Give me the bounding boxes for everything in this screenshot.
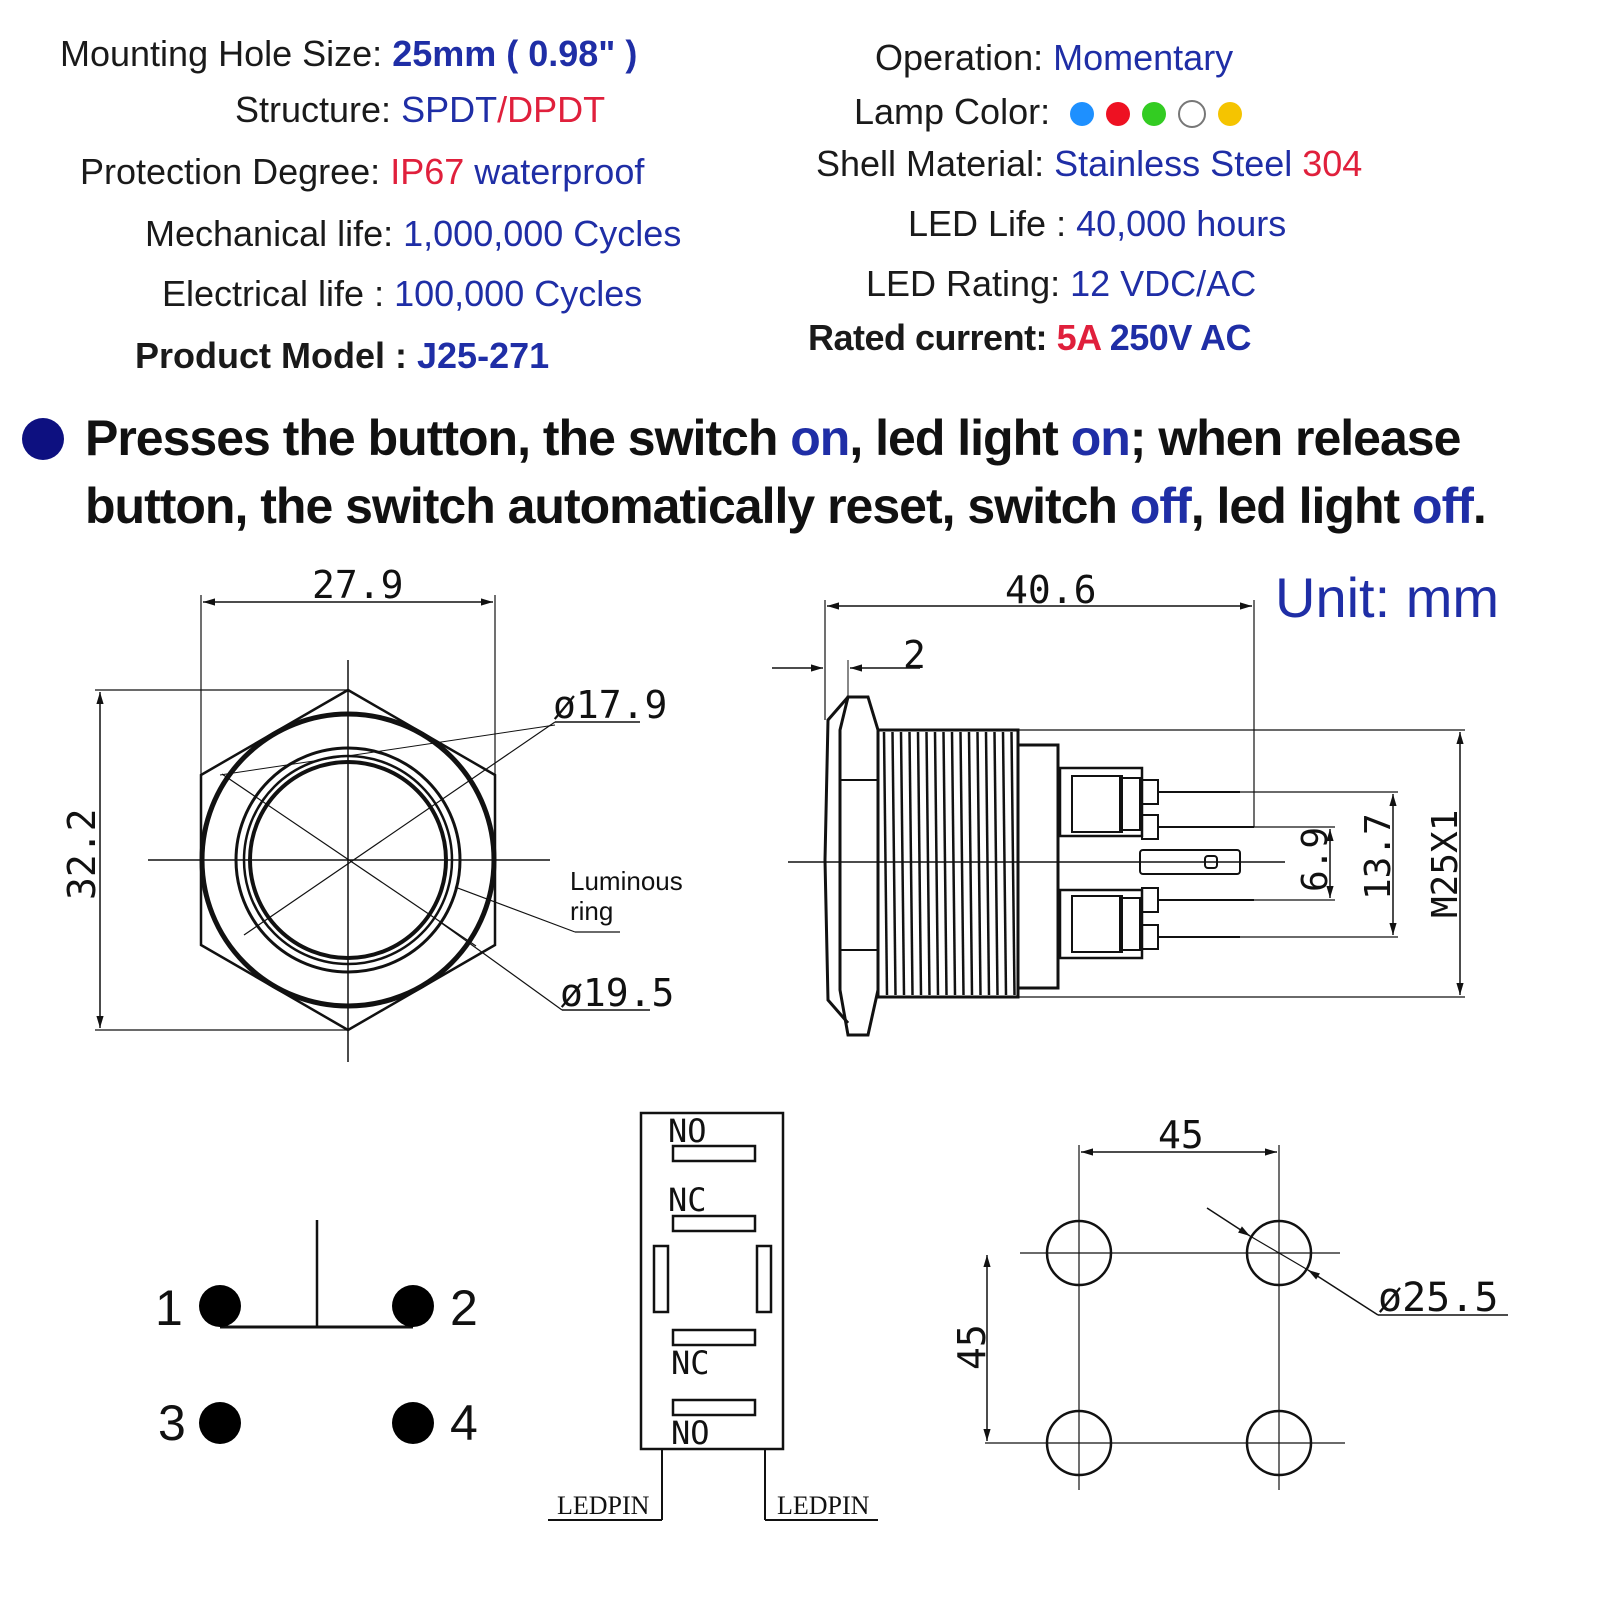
spec-operation: Operation: Momentary xyxy=(875,37,1234,78)
side-bezel xyxy=(823,696,850,1024)
lamp-color-swatch xyxy=(1070,102,1095,127)
thread-line xyxy=(984,731,991,996)
thread-lines xyxy=(882,731,1016,996)
dim-pin-a-label: 6.9 xyxy=(1295,827,1336,892)
dim-dia-outer-label: ø19.5 xyxy=(560,971,674,1015)
ledpin-right-label: LEDPIN xyxy=(777,1491,870,1520)
dim-length-label: 40.6 xyxy=(1005,568,1097,612)
pin-no-bottom-label: NO xyxy=(671,1414,710,1452)
diag-line-1 xyxy=(221,773,477,947)
led-pin-right-tab xyxy=(755,1244,773,1314)
terminal-3-dot xyxy=(199,1402,241,1444)
spec-structure: Structure: SPDT/DPDT xyxy=(235,89,606,130)
lamp-color-swatch xyxy=(1142,102,1167,127)
thread-line xyxy=(882,731,889,996)
led-pin-left-tab xyxy=(652,1244,670,1314)
thread-line xyxy=(899,731,906,996)
terminal-1-dot xyxy=(199,1285,241,1327)
operation-description: Presses the button, the switch on, led l… xyxy=(85,410,1487,534)
spec-led-life: LED Life : 40,000 hours xyxy=(908,203,1287,244)
side-view xyxy=(772,600,1465,1037)
lamp-color-swatch xyxy=(1218,102,1243,127)
dim-hole-dia-label: ø25.5 xyxy=(1378,1275,1498,1321)
luminous-label-1: Luminous xyxy=(570,866,683,896)
pin-nc-bottom-label: NC xyxy=(671,1344,710,1382)
diameter-line-17-9 xyxy=(219,724,556,776)
terminal-2-label: 2 xyxy=(450,1280,478,1336)
pin-nc-top-label: NC xyxy=(668,1181,707,1219)
spec-protection: Protection Degree: IP67 waterproof xyxy=(80,151,645,192)
spec-product-model: Product Model : J25-271 xyxy=(135,335,550,376)
pin-layout xyxy=(548,1111,878,1521)
lamp-color-swatch xyxy=(1178,100,1207,129)
panel-cutout xyxy=(983,1145,1508,1490)
pin-nc-bottom xyxy=(671,1328,757,1347)
spec-mechanical-life: Mechanical life: 1,000,000 Cycles xyxy=(145,213,682,254)
terminal-4-dot xyxy=(392,1402,434,1444)
dim-flange-label: 2 xyxy=(903,633,926,677)
bullet-dot xyxy=(22,418,64,460)
terminal-2-dot xyxy=(392,1285,434,1327)
dim-spacing-y-label: 45 xyxy=(950,1324,994,1370)
thread-line xyxy=(959,731,965,996)
thread-line xyxy=(976,731,982,996)
spec-led-rating: LED Rating: 12 VDC/AC xyxy=(866,263,1257,304)
pin-no-top-label: NO xyxy=(668,1112,707,1150)
spec-shell-material: Shell Material: Stainless Steel 304 xyxy=(816,143,1363,184)
leader-luminous-ring xyxy=(454,886,576,933)
thread-line xyxy=(925,731,931,996)
thread-line xyxy=(908,731,914,996)
thread-line xyxy=(993,731,999,996)
lamp-color-swatch xyxy=(1106,102,1131,127)
mount-hole-top-left xyxy=(1045,1219,1113,1287)
mount-hole-bottom-left xyxy=(1045,1409,1113,1477)
thread-line xyxy=(916,731,923,996)
side-hex-nut xyxy=(838,695,880,1037)
thread-line xyxy=(933,731,940,996)
thread-line xyxy=(950,731,957,996)
spec-mounting-hole: Mounting Hole Size: 25mm ( 0.98" ) xyxy=(60,33,638,74)
dim-width-label: 27.9 xyxy=(312,563,404,607)
dim-pin-b-label: 13.7 xyxy=(1358,813,1399,900)
thread-line xyxy=(1010,731,1016,996)
terminal-3-label: 3 xyxy=(158,1395,186,1451)
dim-height-label: 32.2 xyxy=(60,808,104,900)
mount-hole-bottom-right xyxy=(1245,1409,1313,1477)
pin-no-bottom xyxy=(671,1398,757,1417)
pin-nc-top xyxy=(671,1214,757,1233)
front-view xyxy=(95,595,650,1062)
spec-electrical-life: Electrical life : 100,000 Cycles xyxy=(162,273,643,314)
side-rear-housing xyxy=(1016,743,1060,990)
leader-19-5 xyxy=(439,921,563,1011)
dim-thread-label: M25X1 xyxy=(1425,810,1466,918)
wiring-schematic xyxy=(199,1220,434,1444)
thread-line xyxy=(942,731,948,996)
thread-line xyxy=(891,731,897,996)
dim-dia-inner-label: ø17.9 xyxy=(553,683,667,727)
thread-line xyxy=(1001,731,1008,996)
pin-layout-housing xyxy=(639,1111,785,1451)
thread-line xyxy=(967,731,974,996)
pin-no-top xyxy=(671,1144,757,1163)
dim-spacing-x-label: 45 xyxy=(1158,1113,1204,1157)
mount-hole-top-right xyxy=(1245,1219,1313,1287)
ledpin-left-label: LEDPIN xyxy=(557,1491,650,1520)
luminous-label-2: ring xyxy=(570,896,613,926)
side-pins xyxy=(1139,779,1254,950)
spec-lamp-color: Lamp Color: xyxy=(854,90,1254,134)
terminal-4-label: 4 xyxy=(450,1395,478,1451)
spec-rated-current: Rated current: 5A 250V AC xyxy=(808,317,1251,358)
terminal-1-label: 1 xyxy=(155,1280,183,1336)
lamp-color-swatches xyxy=(1070,90,1254,134)
unit-label: Unit: mm xyxy=(1275,566,1499,629)
diag-line-2 xyxy=(243,721,556,936)
